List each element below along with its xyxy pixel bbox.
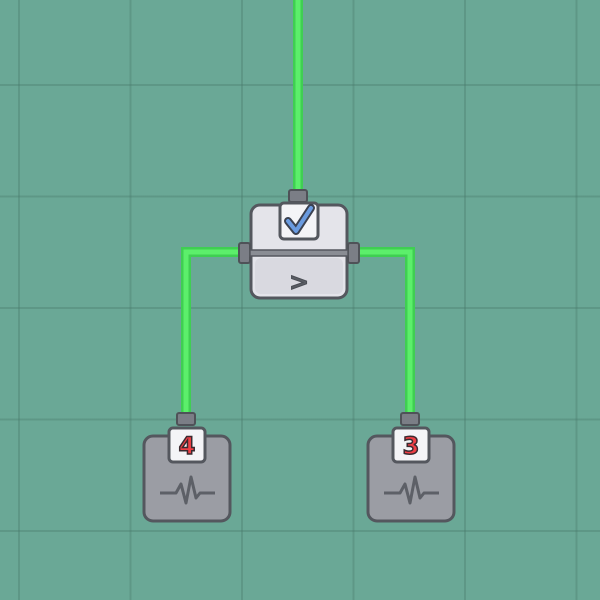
wire-left-input[interactable]	[181, 247, 244, 420]
sensor-right-value: 3	[403, 432, 420, 460]
comparator-symbol: >	[289, 268, 309, 296]
pulse-icon	[160, 475, 215, 505]
sensor-right-badge	[391, 426, 431, 464]
wire-right-input[interactable]	[354, 247, 415, 420]
pulse-icon	[384, 475, 439, 505]
sensor-left-value: 4	[179, 432, 196, 460]
sensor-left-badge	[167, 426, 207, 464]
checkmark-icon	[278, 201, 320, 241]
sensor-right-port[interactable]	[400, 412, 420, 426]
comparator-lower-panel	[255, 258, 343, 294]
comparator-divider	[249, 249, 349, 257]
sensor-left-port[interactable]	[176, 412, 196, 426]
